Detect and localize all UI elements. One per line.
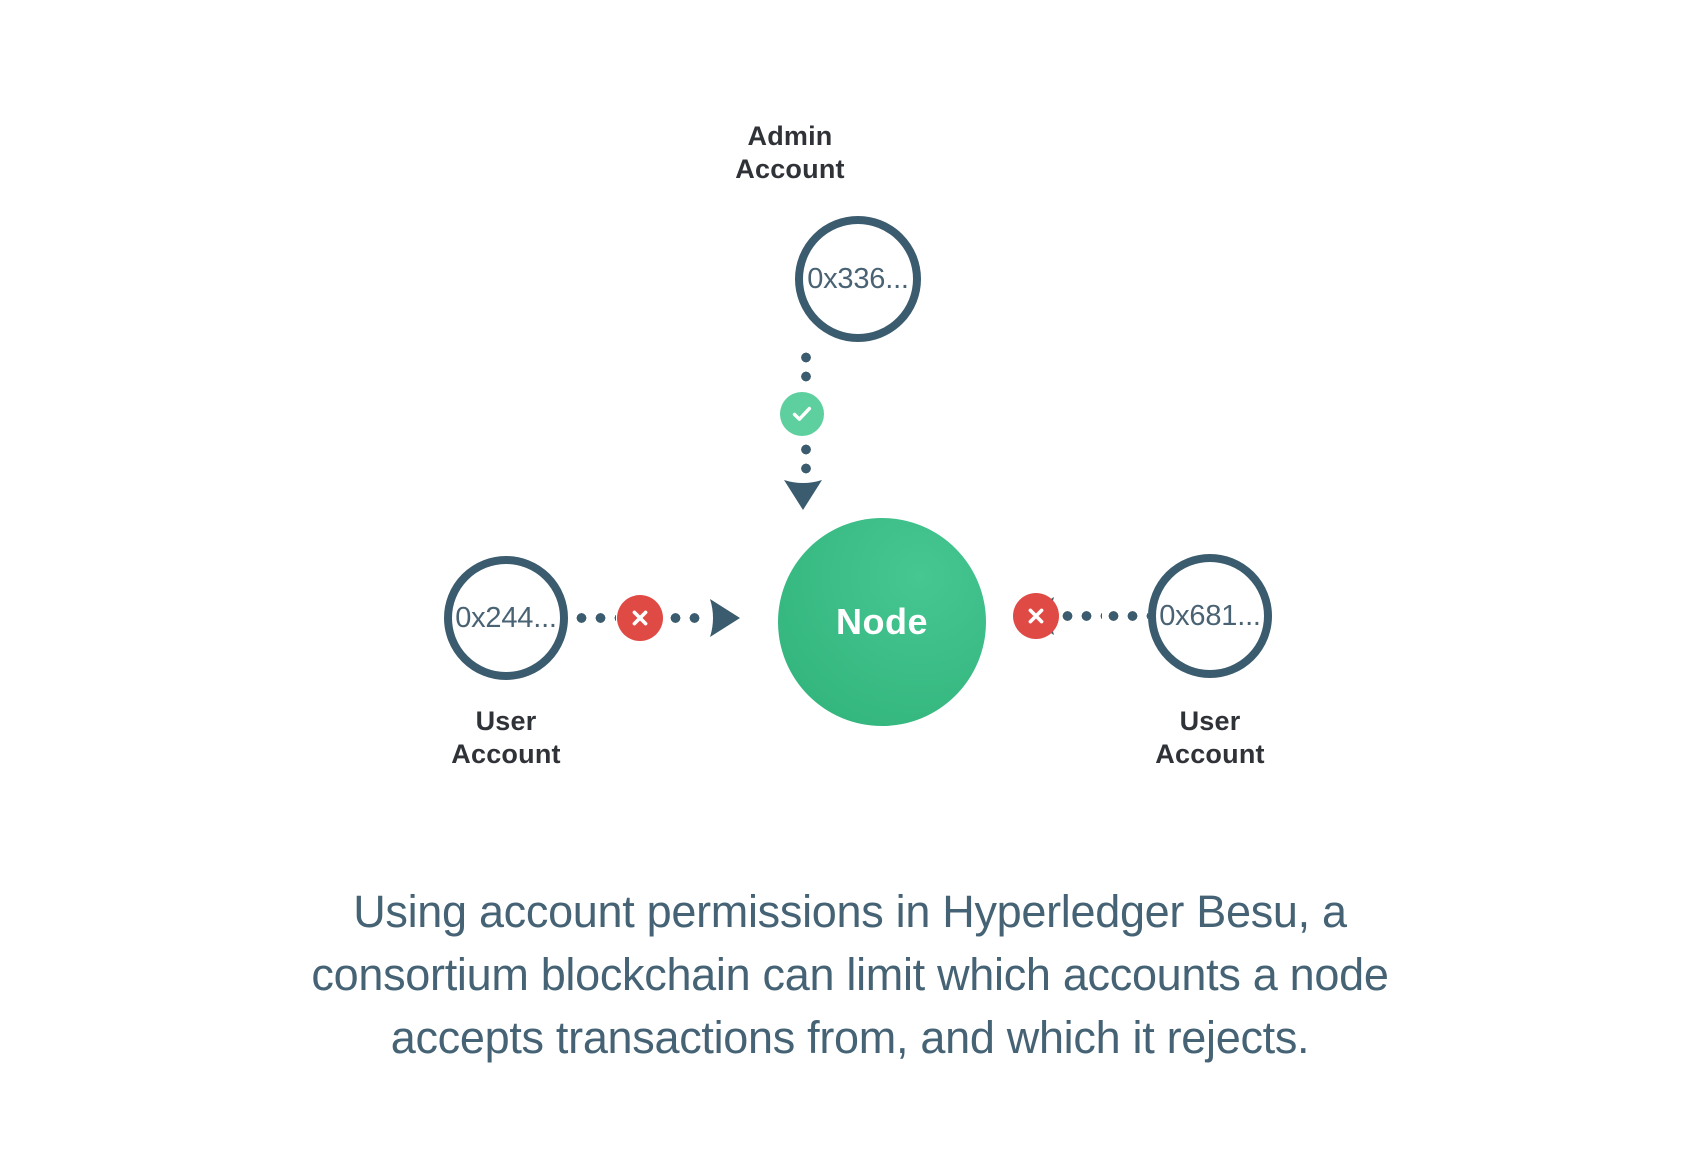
user-right-account-address: 0x681... bbox=[1159, 599, 1261, 632]
center-node[interactable]: Node bbox=[778, 518, 986, 726]
allowed-badge-admin[interactable] bbox=[780, 392, 824, 436]
user-right-connector-outer bbox=[1104, 611, 1148, 621]
center-node-label: Node bbox=[836, 601, 928, 642]
permissions-diagram: Admin Account 0x336... Node 0x244... bbox=[444, 121, 1272, 769]
admin-arrowhead bbox=[782, 478, 824, 517]
caption: Using account permissions in Hyperledger… bbox=[250, 880, 1450, 1069]
user-left-account-label: User Account bbox=[451, 706, 561, 769]
close-icon bbox=[632, 610, 648, 626]
user-right-connector-inner bbox=[1058, 611, 1102, 621]
user-left-account-address: 0x244... bbox=[455, 601, 557, 634]
user-left-account-circle[interactable]: 0x244... bbox=[444, 556, 568, 680]
user-right-account-circle[interactable]: 0x681... bbox=[1148, 554, 1272, 678]
user-left-connector-outer bbox=[666, 613, 708, 623]
admin-account-circle[interactable]: 0x336... bbox=[795, 216, 921, 342]
user-right-account-label: User Account bbox=[1155, 706, 1265, 769]
admin-account-label: Admin Account bbox=[735, 121, 845, 184]
admin-connector-upper bbox=[801, 348, 811, 390]
user-left-connector-inner bbox=[572, 613, 616, 623]
admin-connector-lower bbox=[801, 440, 811, 482]
caption-text: Using account permissions in Hyperledger… bbox=[311, 886, 1389, 1063]
check-icon bbox=[792, 406, 812, 421]
admin-account-address: 0x336... bbox=[807, 262, 909, 295]
rejected-badge-right[interactable] bbox=[1013, 593, 1059, 639]
close-icon bbox=[1028, 608, 1044, 624]
rejected-badge-left[interactable] bbox=[617, 595, 663, 641]
user-left-arrowhead bbox=[708, 597, 742, 644]
